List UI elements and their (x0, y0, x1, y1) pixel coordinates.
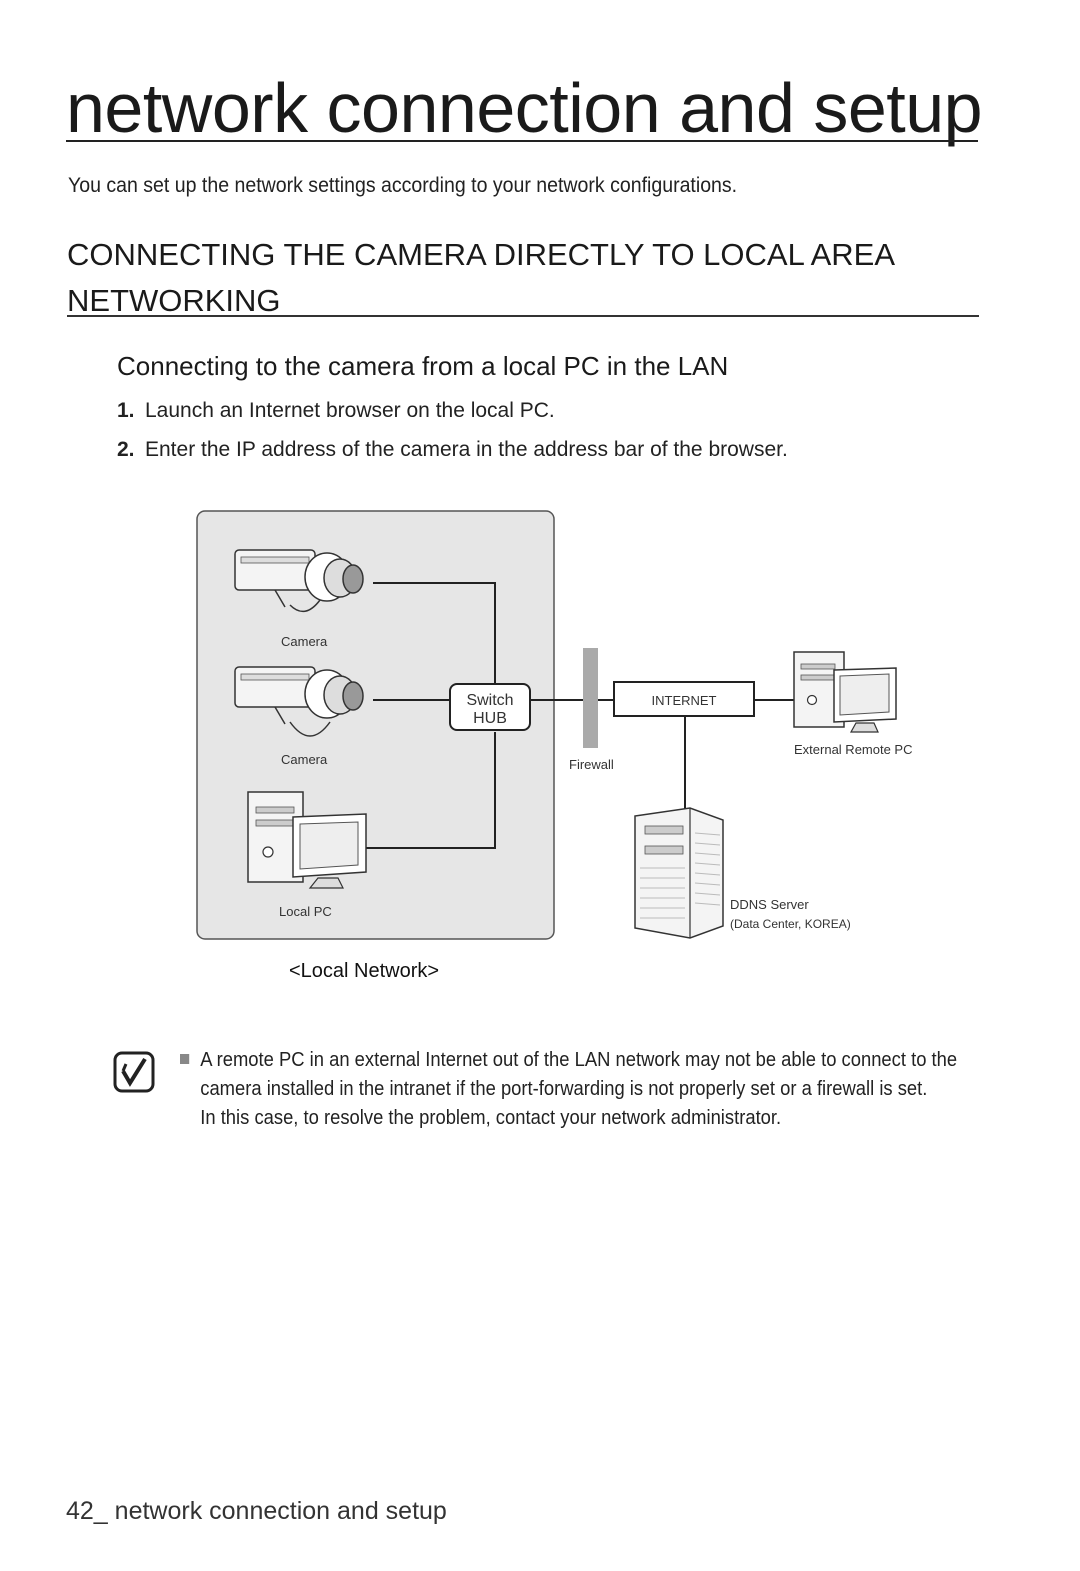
local-pc-icon (247, 791, 367, 889)
internet-label: INTERNET (652, 693, 717, 708)
switch-hub-box (449, 683, 531, 731)
note-line-1: A remote PC in an external Internet out … (180, 1046, 957, 1075)
hub-line1: Switch (466, 692, 513, 709)
step-text: Enter the IP address of the camera in th… (145, 438, 788, 461)
firewall-bar (583, 648, 598, 748)
step-2: 2. Enter the IP address of the camera in … (117, 438, 788, 462)
camera-icon (234, 549, 364, 613)
page-footer: 42_ network connection and setup (66, 1497, 447, 1526)
step-text: Launch an Internet browser on the local … (145, 399, 555, 422)
section-heading-line1: CONNECTING THE CAMERA DIRECTLY TO LOCAL … (67, 237, 896, 272)
internet-box (613, 681, 755, 717)
page-number: 42_ (66, 1497, 108, 1525)
sub-heading: Connecting to the camera from a local PC… (117, 351, 729, 381)
footer-section: network connection and setup (107, 1497, 447, 1525)
section-heading: CONNECTING THE CAMERA DIRECTLY TO LOCAL … (67, 232, 979, 324)
step-number: 2. (117, 438, 135, 461)
diagram-caption: <Local Network> (289, 960, 440, 982)
section-divider (67, 315, 979, 317)
ddns-label-line2: (Data Center, KOREA) (730, 917, 851, 931)
network-diagram: Camera Camera Local PC Switch HUB Firewa… (196, 510, 913, 940)
page-title: network connection and setup (66, 69, 983, 147)
step-1: 1. Launch an Internet browser on the loca… (117, 399, 555, 423)
camera-2-label: Camera (281, 752, 328, 767)
bullet-icon (180, 1054, 190, 1064)
step-number: 1. (117, 399, 135, 422)
intro-text: You can set up the network settings acco… (68, 174, 738, 197)
hub-line2: HUB (473, 710, 507, 727)
note-pencil-icon (113, 1051, 155, 1093)
firewall-label: Firewall (569, 757, 614, 772)
local-pc-label: Local PC (279, 904, 332, 919)
note-line-3: In this case, to resolve the problem, co… (200, 1107, 782, 1129)
network-wires (365, 582, 794, 849)
camera-1-label: Camera (281, 634, 328, 649)
ddns-server-icon (634, 807, 724, 939)
camera-icon (234, 666, 364, 737)
section-heading-line2: NETWORKING (67, 283, 281, 318)
note-text: A remote PC in an external Internet out … (180, 1046, 960, 1133)
remote-pc-icon (793, 651, 897, 733)
note-line-2: camera installed in the intranet if the … (200, 1078, 928, 1100)
ddns-label-line1: DDNS Server (730, 897, 809, 912)
title-divider (66, 140, 978, 142)
remote-pc-label: External Remote PC (794, 742, 913, 757)
